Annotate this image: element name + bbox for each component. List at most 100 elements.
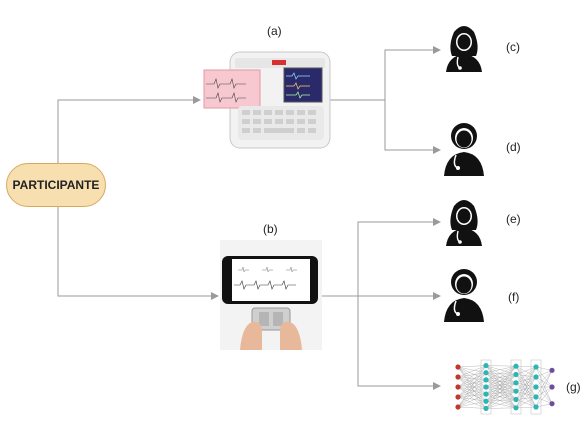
nn-edge (457, 366, 487, 388)
nn-node (549, 367, 555, 373)
nn-edge (457, 394, 487, 408)
nn-edge (457, 401, 487, 408)
nn-edge (485, 374, 517, 388)
nn-node (533, 404, 539, 410)
arrow-participant-to-ecg-machine (57, 96, 201, 163)
nn-node (483, 377, 489, 383)
nn-edge (535, 386, 553, 398)
nn-edge (515, 376, 537, 392)
nn-node (483, 398, 489, 404)
nn-edge (535, 366, 553, 371)
nn-node (513, 371, 519, 378)
nn-edge (457, 366, 487, 373)
arrow-smartphone-to-e (357, 218, 441, 296)
nn-edge (515, 406, 537, 408)
label-d: (d) (506, 140, 521, 154)
female-doctor-icon (446, 26, 482, 72)
nn-node (455, 394, 461, 400)
nn-edge (457, 396, 487, 402)
nn-edge (457, 376, 487, 395)
nn-edge (457, 386, 487, 395)
nn-edge (535, 386, 553, 408)
nn-edge (515, 366, 537, 375)
nn-edge (535, 370, 553, 398)
nn-node (533, 364, 539, 370)
nn-node (549, 401, 555, 407)
nn-edge (515, 386, 537, 408)
nn-edge (457, 376, 487, 388)
female-doctor-icon (446, 200, 482, 246)
nn-edge (485, 379, 517, 400)
nn-edge (515, 382, 537, 408)
nn-node (455, 384, 461, 390)
label-b: (b) (263, 222, 278, 236)
nn-edge (515, 366, 537, 408)
nn-node (549, 384, 555, 390)
nn-edge (485, 374, 517, 395)
participant-node: PARTICIPANTE (6, 163, 106, 207)
male-doctor-icon (444, 123, 484, 176)
label-c: (c) (506, 40, 520, 54)
smartphone-ecg-icon (220, 240, 322, 350)
nn-edge (515, 396, 537, 408)
nn-node (513, 363, 519, 369)
arrow-participant-to-smartphone (57, 207, 219, 300)
nn-edge (535, 386, 553, 404)
nn-edge (515, 366, 537, 408)
nn-layer-box (510, 359, 522, 415)
label-e: (e) (506, 212, 521, 226)
nn-edge (535, 396, 553, 404)
nn-edge (457, 386, 487, 398)
nn-edge (515, 366, 537, 378)
nn-edge (457, 406, 487, 409)
nn-edge (485, 386, 517, 392)
nn-edge (515, 366, 537, 383)
nn-edge (457, 372, 487, 398)
nn-edge (515, 396, 537, 400)
nn-edge (457, 376, 487, 402)
nn-node (533, 374, 539, 380)
nn-edge (457, 366, 487, 395)
nn-edge (457, 386, 487, 402)
nn-node (455, 364, 461, 370)
nn-node (483, 362, 489, 369)
nn-node (483, 370, 489, 376)
nn-edge (515, 366, 537, 368)
nn-edge (515, 374, 537, 388)
nn-edge (457, 379, 487, 388)
nn-edge (535, 376, 553, 388)
nn-edge (457, 366, 487, 409)
nn-node (513, 405, 519, 411)
nn-edge (515, 376, 537, 408)
nn-node (533, 384, 539, 390)
nn-edge (457, 372, 487, 388)
nn-edge (515, 374, 537, 408)
nn-edge (515, 374, 537, 378)
arrow-ecg-machine-to-c (384, 46, 441, 100)
nn-edge (457, 365, 487, 368)
nn-edge (515, 386, 537, 392)
nn-edge (515, 366, 537, 400)
nn-edge (485, 374, 517, 381)
nn-edge (515, 374, 537, 398)
nn-layer-box (530, 359, 542, 415)
nn-edge (485, 386, 517, 400)
nn-edge (515, 366, 537, 398)
nn-edge (515, 376, 537, 383)
nn-node (513, 396, 519, 403)
nn-edge (515, 366, 537, 388)
nn-edge (535, 376, 553, 404)
label-f: (f) (508, 290, 520, 304)
nn-edge (515, 366, 537, 392)
nn-edge (515, 376, 537, 400)
ecg-machine-icon (203, 51, 331, 149)
label-a: (a) (267, 24, 282, 38)
nn-edge (457, 376, 487, 409)
nn-edge (457, 365, 487, 408)
nn-edge (457, 366, 487, 402)
nn-node (483, 405, 489, 412)
nn-edge (515, 382, 537, 388)
nn-node (513, 380, 519, 386)
arrow-ecg-machine-to-d (384, 100, 441, 154)
